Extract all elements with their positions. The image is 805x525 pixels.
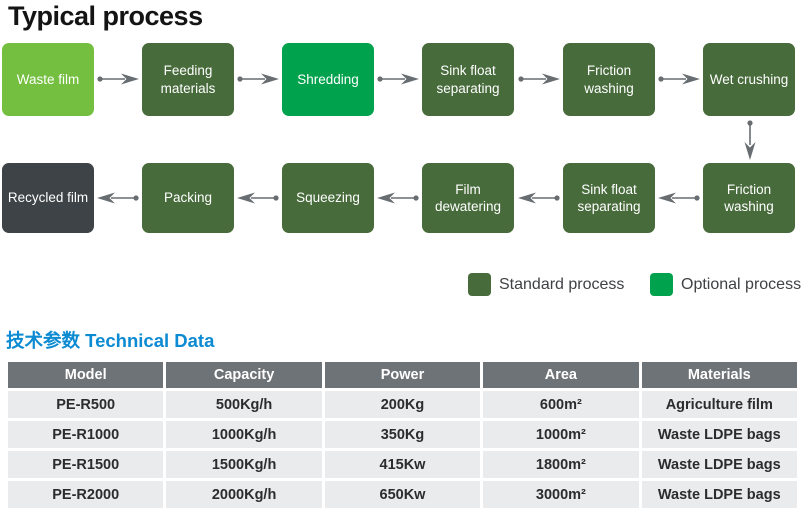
column-header-model: Model [8,362,164,388]
column-header-power: Power [324,362,481,388]
technical-data-heading-zh: 技术参数 [6,330,81,351]
cell-materials: Waste LDPE bags [641,481,797,508]
cell-materials: Agriculture film [641,391,797,418]
arrow-right-icon [658,73,700,85]
flow-box-label: Wet crushing [709,71,789,87]
arrow-left-icon [237,192,279,204]
legend-standard-swatch [468,273,491,296]
flow-box-wet-crushing: Wet crushing [703,43,795,116]
arrow-right-icon [237,73,279,85]
table-row: PE-R1500 1500Kg/h 415Kw 1800m² Waste LDP… [8,451,797,478]
cell-model: PE-R2000 [8,481,164,508]
cell-power: 415Kw [324,451,481,478]
cell-area: 3000m² [483,481,639,508]
arrow-left-icon [518,192,560,204]
table-row: PE-R1000 1000Kg/h 350Kg 1000m² Waste LDP… [8,421,797,448]
cell-power: 650Kw [324,481,481,508]
cell-model: PE-R1500 [8,451,164,478]
column-header-capacity: Capacity [166,362,322,388]
flow-box-squeezing: Squeezing [282,163,374,233]
cell-capacity: 1500Kg/h [166,451,322,478]
flow-box-label: Film dewatering [434,181,502,214]
flow-box-friction-washing-2: Friction washing [703,163,795,233]
flow-box-label: Recycled film [7,190,89,206]
arrow-down-icon [744,120,756,160]
cell-capacity: 2000Kg/h [166,481,322,508]
cell-materials: Waste LDPE bags [641,421,797,448]
cell-area: 1800m² [483,451,639,478]
flow-box-label: Friction washing [584,63,634,96]
cell-model: PE-R500 [8,391,164,418]
cell-capacity: 500Kg/h [166,391,322,418]
legend-standard-label: Standard process [499,276,625,293]
flow-box-feeding-materials: Feeding materials [142,43,234,116]
column-header-materials: Materials [641,362,797,388]
cell-model: PE-R1000 [8,421,164,448]
flow-box-waste-film: Waste film [2,43,94,116]
cell-area: 600m² [483,391,639,418]
flow-box-sink-float-separating-2: Sink float separating [563,163,655,233]
table-row: PE-R2000 2000Kg/h 650Kw 3000m² Waste LDP… [8,481,797,508]
flow-box-label: Shredding [297,71,359,87]
flow-box-sink-float-separating-1: Sink float separating [422,43,514,116]
arrow-right-icon [97,73,139,85]
cell-power: 200Kg [324,391,481,418]
cell-capacity: 1000Kg/h [166,421,322,448]
cell-area: 1000m² [483,421,639,448]
flow-box-shredding: Shredding [282,43,374,116]
arrow-right-icon [518,73,560,85]
flow-box-label: Sink float separating [436,63,500,96]
flow-box-packing: Packing [142,163,234,233]
legend-optional-label: Optional process [681,276,802,293]
flow-box-film-dewatering: Film dewatering [422,163,514,233]
legend-optional-swatch [650,273,673,296]
flow-box-label: Sink float separating [577,181,641,214]
technical-data-heading-en: Technical Data [85,330,215,351]
cell-power: 350Kg [324,421,481,448]
technical-data-heading: 技术参数 Technical Data [6,327,214,353]
flow-box-recycled-film: Recycled film [2,163,94,233]
flow-box-friction-washing-1: Friction washing [563,43,655,116]
flow-box-label: Friction washing [724,181,774,214]
flow-box-label: Waste film [16,71,80,87]
column-header-area: Area [483,362,639,388]
technical-data-table: Model Capacity Power Area Materials PE-R… [5,359,800,511]
table-row: PE-R500 500Kg/h 200Kg 600m² Agriculture … [8,391,797,418]
table-header-row: Model Capacity Power Area Materials [8,362,797,388]
flow-box-label: Squeezing [296,190,360,206]
arrow-left-icon [97,192,139,204]
page-title: Typical process [8,1,203,31]
flow-box-label: Packing [163,190,213,206]
arrow-left-icon [377,192,419,204]
cell-materials: Waste LDPE bags [641,451,797,478]
arrow-right-icon [377,73,419,85]
arrow-left-icon [658,192,700,204]
flow-box-label: Feeding materials [160,63,216,96]
